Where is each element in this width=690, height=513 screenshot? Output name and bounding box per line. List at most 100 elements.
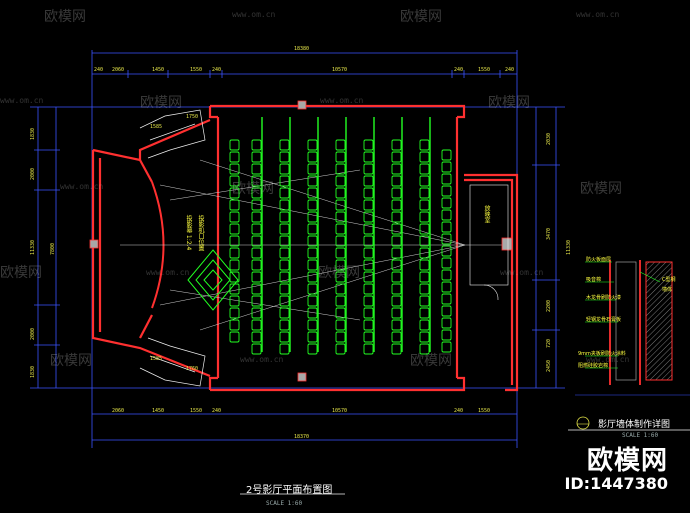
seat [229, 163, 240, 175]
seat [391, 259, 402, 271]
seat [441, 185, 452, 197]
structural-columns [89, 100, 513, 382]
seat [441, 317, 452, 329]
detail-side-note: C型钢 [662, 277, 676, 283]
seat [391, 247, 402, 259]
seat [307, 247, 318, 259]
seat [335, 247, 346, 259]
seat [335, 331, 346, 343]
watermark-url: www.om.cn [60, 182, 104, 191]
seat [307, 283, 318, 295]
dim-bottom-seg: 1550 [190, 408, 203, 414]
projection-room-label: 放映室 [483, 205, 490, 223]
seat [229, 235, 240, 247]
seat [441, 221, 452, 233]
seat [335, 307, 346, 319]
detail-note: 吸音棉 [586, 277, 602, 283]
seat [419, 163, 430, 175]
dim-left: 2000 [30, 327, 36, 340]
seat [229, 151, 240, 163]
dim-bottom-seg: 1450 [152, 408, 165, 414]
seat [419, 331, 430, 343]
dim-left-total: 11330 [30, 239, 36, 255]
watermark-brand: 欧模网 [140, 95, 182, 111]
seat [391, 307, 402, 319]
seat [279, 163, 290, 175]
seat [419, 295, 430, 307]
seat [307, 187, 318, 199]
watermark-brand: 欧模网 [0, 265, 42, 281]
seat [229, 187, 240, 199]
seat [391, 295, 402, 307]
seat [391, 271, 402, 283]
seat [335, 259, 346, 271]
seat [229, 175, 240, 187]
seat [229, 139, 240, 151]
wall-detail-drawing [568, 260, 690, 431]
seat [279, 343, 290, 355]
dim-right: 720 [546, 338, 552, 348]
seat [391, 151, 402, 163]
seat [441, 233, 452, 245]
seat [229, 247, 240, 259]
dim-top-seg: 1550 [478, 67, 491, 73]
seat [363, 331, 374, 343]
seat [363, 175, 374, 187]
center-diamond [187, 249, 239, 311]
seat [363, 199, 374, 211]
dim-top-seg: 240 [505, 67, 515, 73]
seat [363, 271, 374, 283]
watermark-url: www.om.cn [576, 10, 620, 19]
seat [279, 319, 290, 331]
seat [391, 139, 402, 151]
seat [391, 319, 402, 331]
seat [251, 151, 262, 163]
seat [229, 307, 240, 319]
dim-bottom-seg: 10570 [332, 408, 348, 414]
seat [363, 151, 374, 163]
projection-room-box [469, 184, 509, 286]
dim-left: 1830 [30, 127, 36, 140]
dim-top-seg: 1550 [190, 67, 203, 73]
seat [391, 283, 402, 295]
angled-side-blocks [139, 109, 206, 387]
seat [441, 293, 452, 305]
seat [251, 307, 262, 319]
watermark-url: www.om.cn [586, 355, 630, 364]
seat [251, 199, 262, 211]
seat [335, 319, 346, 331]
seating-grid [229, 117, 452, 355]
seat [335, 139, 346, 151]
dim-left: 2000 [30, 167, 36, 180]
dim-angle: 1760 [186, 366, 199, 372]
seat [363, 139, 374, 151]
seat [419, 151, 430, 163]
dim-bottom-total: 18370 [294, 434, 310, 440]
seat [279, 331, 290, 343]
seat [279, 271, 290, 283]
seat [335, 343, 346, 355]
seat [335, 187, 346, 199]
seat [391, 223, 402, 235]
seat [229, 295, 240, 307]
dim-bottom-seg: 1550 [478, 408, 491, 414]
seat [441, 245, 452, 257]
seat [335, 163, 346, 175]
seat [441, 161, 452, 173]
seat [251, 343, 262, 355]
seat [335, 223, 346, 235]
seat [363, 307, 374, 319]
seat [251, 259, 262, 271]
door-swing [483, 284, 499, 301]
seat [307, 271, 318, 283]
seat [307, 295, 318, 307]
seat [363, 187, 374, 199]
seat [335, 235, 346, 247]
seat [307, 331, 318, 343]
seat [251, 187, 262, 199]
seat [391, 211, 402, 223]
seat [441, 197, 452, 209]
seat [391, 175, 402, 187]
seat [307, 151, 318, 163]
